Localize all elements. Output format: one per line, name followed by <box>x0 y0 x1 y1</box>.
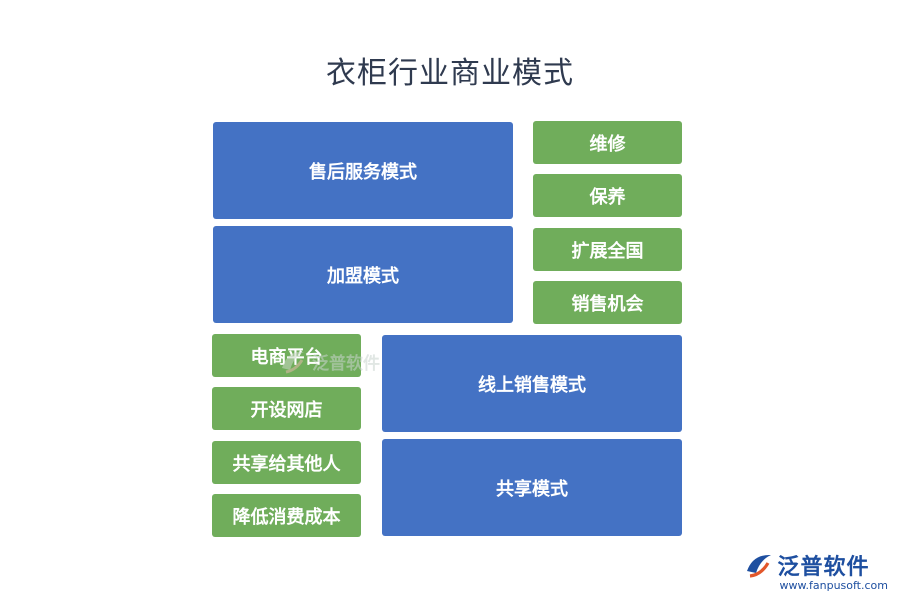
diagram-title: 衣柜行业商业模式 <box>326 56 574 91</box>
block-after-sales: 售后服务模式 <box>213 122 513 219</box>
block-online-sales: 线上销售模式 <box>382 335 682 432</box>
brand-logo: 泛普软件 www.fanpusoft.com <box>744 549 888 592</box>
block-sharing: 共享模式 <box>382 439 682 536</box>
item-ecommerce-platform: 电商平台 <box>212 334 361 377</box>
watermark-logo-icon <box>282 351 304 374</box>
item-reduce-cost: 降低消费成本 <box>212 494 361 537</box>
watermark-text: 泛普软件 <box>312 353 380 374</box>
item-maintenance: 保养 <box>533 174 682 217</box>
item-sales-opportunity: 销售机会 <box>533 281 682 324</box>
item-open-online-store: 开设网店 <box>212 387 361 430</box>
watermark: 泛普软件 <box>278 346 380 376</box>
item-repair: 维修 <box>533 121 682 164</box>
brand-logo-icon <box>746 554 771 578</box>
block-franchise: 加盟模式 <box>213 226 513 323</box>
brand-logo-url: www.fanpusoft.com <box>779 579 888 592</box>
item-expand-nationwide: 扩展全国 <box>533 228 682 271</box>
brand-logo-name: 泛普软件 <box>777 555 870 580</box>
item-share-with-others: 共享给其他人 <box>212 441 361 484</box>
